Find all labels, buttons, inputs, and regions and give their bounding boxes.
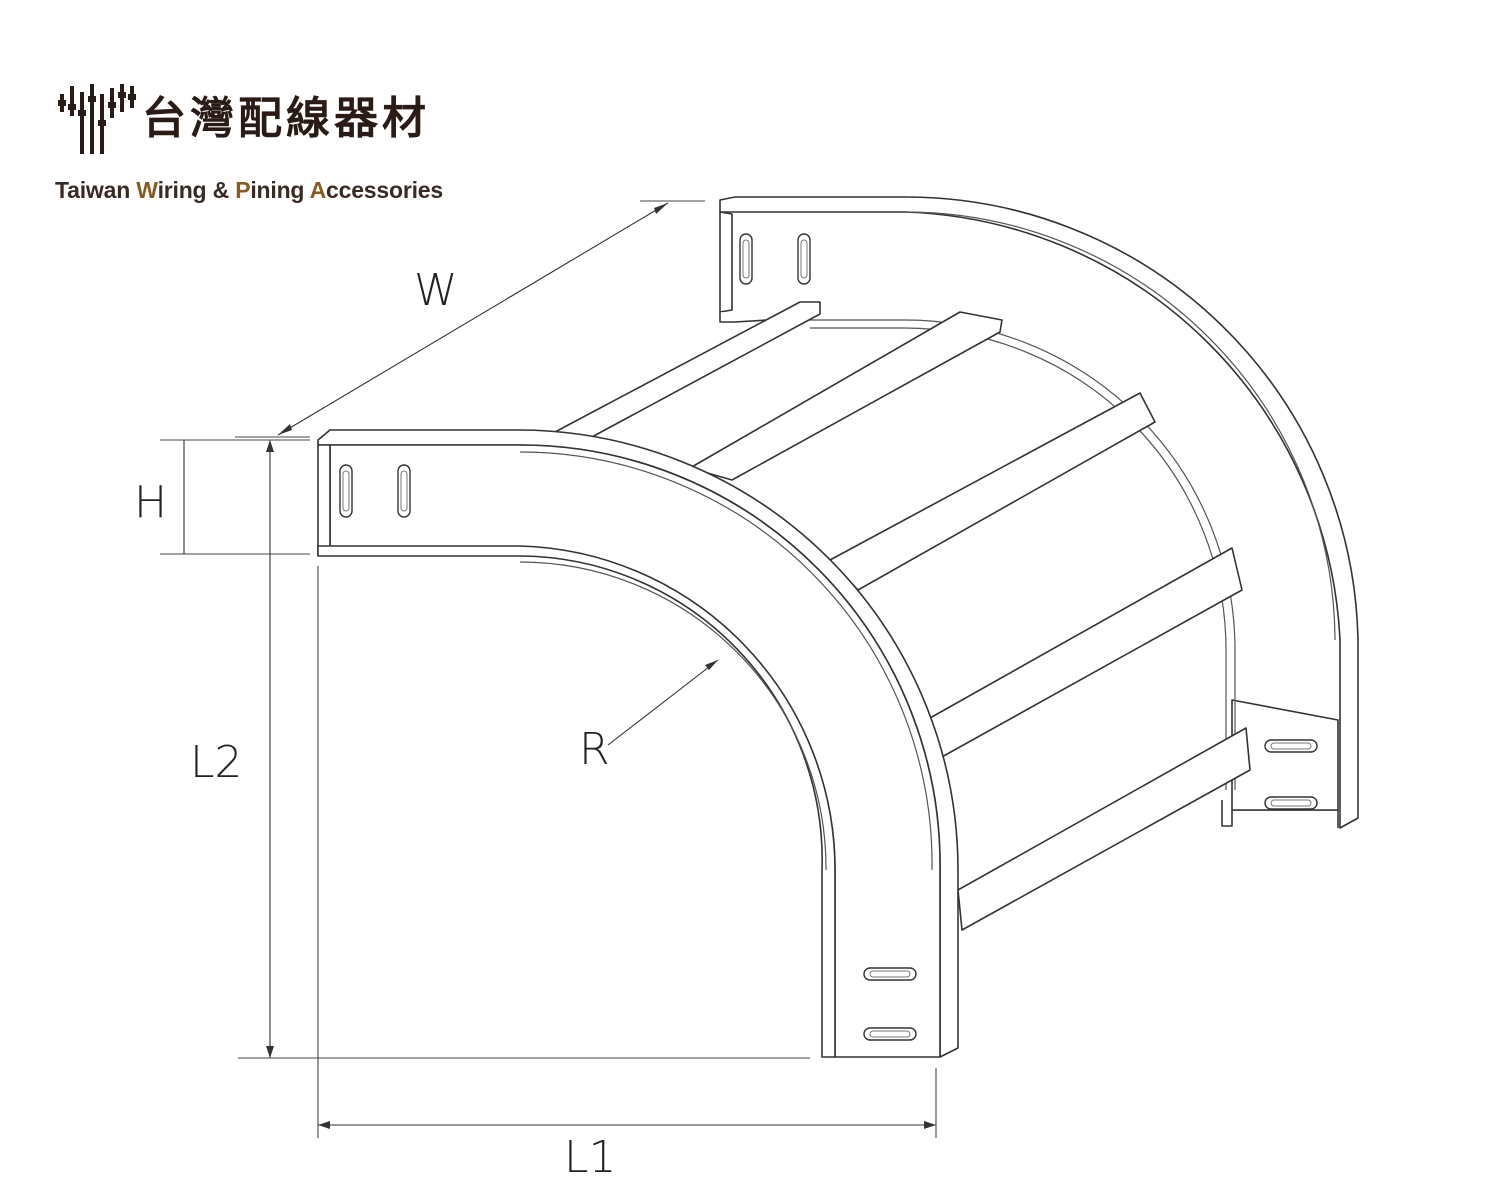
dimension-lines xyxy=(160,200,937,1138)
rung xyxy=(929,547,1243,759)
brand-en-part: W xyxy=(136,177,158,203)
mounting-slot xyxy=(863,1027,917,1041)
near-side-rail xyxy=(317,429,959,1058)
brand-name-zh: 台灣配線器材 xyxy=(142,93,430,144)
brand-en-part: ccessories xyxy=(326,177,443,203)
brand-en-part: Taiwan xyxy=(55,177,137,203)
rung xyxy=(689,311,1003,481)
mounting-slot xyxy=(339,464,353,518)
height-label: H xyxy=(134,477,167,528)
mounting-slot xyxy=(739,233,753,285)
brand-en-part: iring & xyxy=(157,177,236,203)
brand-en-part: ining xyxy=(250,177,310,203)
rung xyxy=(957,727,1251,931)
mounting-slot xyxy=(1264,739,1318,753)
brand-en-part: A xyxy=(309,177,327,203)
mounting-slot xyxy=(1264,796,1318,810)
rungs xyxy=(554,301,1251,931)
mounting-slot xyxy=(397,464,411,518)
brand-name-en: Taiwan Wiring & Pining Accessories xyxy=(55,177,443,204)
mounting-slot xyxy=(797,233,811,285)
brand-en-part: P xyxy=(235,177,251,203)
logo-icon xyxy=(58,84,136,154)
width-label: W xyxy=(414,265,458,316)
length-1-label: L1 xyxy=(564,1132,617,1183)
length-2-label: L2 xyxy=(190,737,243,788)
mounting-slot xyxy=(863,967,917,981)
rung xyxy=(829,392,1156,591)
radius-label: R xyxy=(579,724,610,775)
far-side-rail xyxy=(719,196,1359,829)
